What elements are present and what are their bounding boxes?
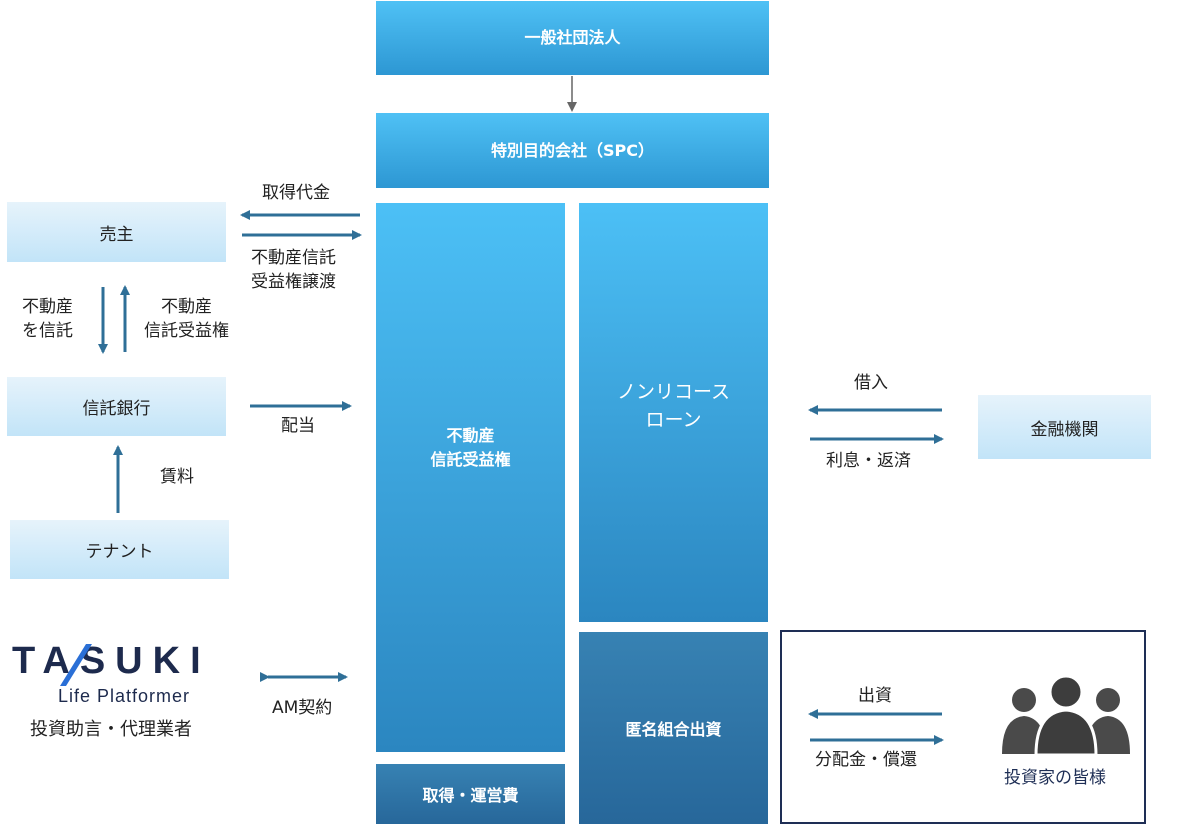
spc-label: 特別目的会社（SPC） — [491, 140, 654, 160]
people-group-icon — [1002, 674, 1130, 756]
advisor-role-label: 投資助言・代理業者 — [30, 719, 192, 740]
trust-right-label: 不動産 信託受益権 — [430, 426, 511, 469]
trust-bank-box: 信託銀行 — [7, 377, 226, 436]
lender-box: 金融機関 — [978, 395, 1151, 459]
corporation-box: 一般社団法人 — [376, 1, 769, 75]
purchase-price-label: 取得代金 — [262, 183, 330, 203]
tasuki-sash-icon — [60, 644, 92, 686]
silent-partnership-label: 匿名組合出資 — [625, 720, 722, 739]
dividend-label: 配当 — [281, 416, 315, 436]
nonrecourse-loan-box: ノンリコース ローン — [579, 203, 768, 622]
entrust-re-label: 不動産 を信託 — [22, 297, 73, 341]
rent-label: 賃料 — [160, 467, 194, 487]
distribution-label: 分配金・償還 — [815, 750, 917, 770]
seller-label: 売主 — [99, 224, 134, 245]
seller-box: 売主 — [7, 202, 226, 262]
acquisition-cost-box: 取得・運営費 — [376, 764, 565, 824]
tasuki-tagline: Life Platformer — [58, 686, 191, 706]
acquisition-cost-label: 取得・運営費 — [422, 786, 519, 805]
trust-transfer-label: 不動産信託 受益権譲渡 — [251, 248, 336, 292]
spc-box: 特別目的会社（SPC） — [376, 113, 769, 188]
tasuki-logo: TASUKI — [12, 640, 211, 683]
trust-bank-label: 信託銀行 — [82, 399, 151, 419]
re-trust-right-label: 不動産 信託受益権 — [144, 297, 229, 341]
interest-repay-label: 利息・返済 — [826, 451, 911, 471]
lender-label: 金融機関 — [1030, 419, 1099, 440]
nonrecourse-loan-label: ノンリコース ローン — [616, 380, 731, 431]
borrowing-label: 借入 — [854, 373, 888, 393]
investors-label: 投資家の皆様 — [1004, 768, 1106, 788]
tasuki-wordmark: TASUKI — [12, 640, 211, 682]
trust-right-box: 不動産 信託受益権 — [376, 203, 565, 752]
silent-partnership-box: 匿名組合出資 — [579, 632, 768, 824]
am-contract-label: AM契約 — [272, 698, 333, 718]
tenant-label: テナント — [85, 542, 154, 562]
investment-label: 出資 — [858, 686, 892, 706]
corporation-label: 一般社団法人 — [524, 28, 621, 48]
tenant-box: テナント — [10, 520, 229, 579]
